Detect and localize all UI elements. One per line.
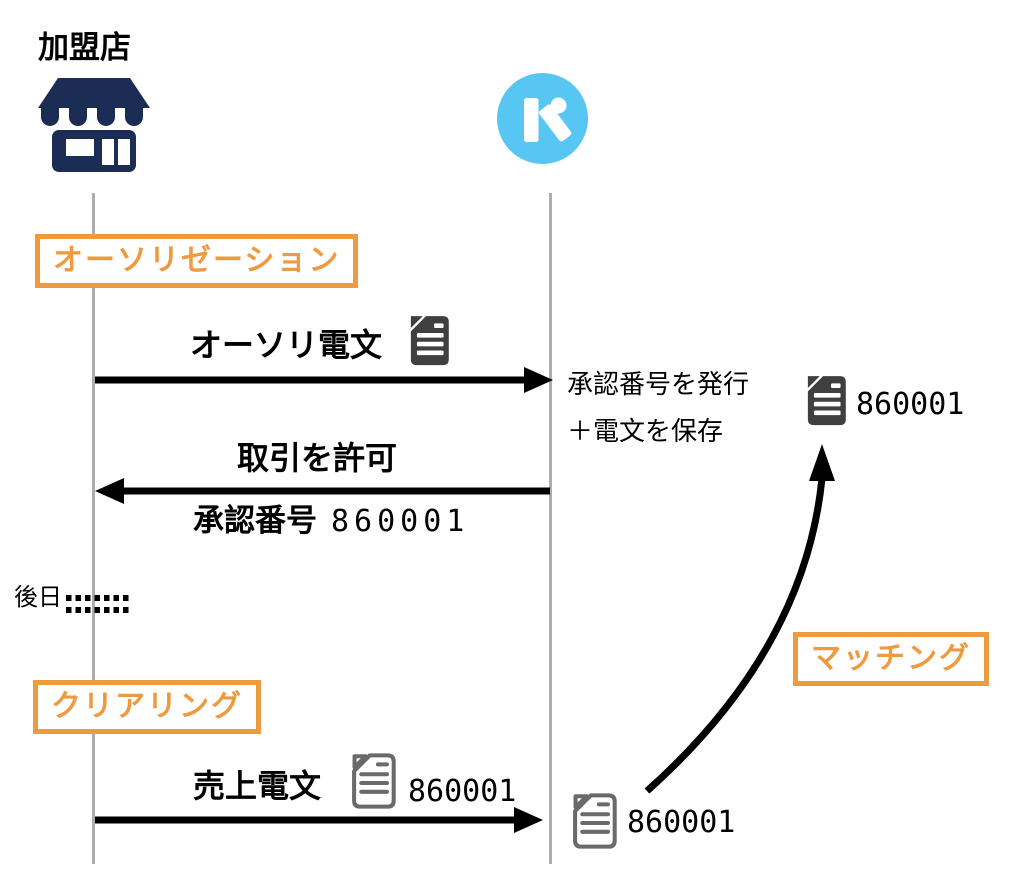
auth-note-line1: 承認番号を発行 xyxy=(567,369,750,399)
sales-request-label: 売上電文 xyxy=(193,768,322,804)
later-label: 後日 xyxy=(14,584,62,611)
auth-message-document-icon xyxy=(410,316,449,366)
received-message-number: 860001 xyxy=(627,805,736,840)
auth-note-line2: ＋電文を保存 xyxy=(567,416,724,446)
auth-request-arrow xyxy=(95,367,553,393)
storefront-icon xyxy=(38,78,150,172)
approval-number-row: 承認番号 860001 xyxy=(193,505,469,537)
approval-number-label: 承認番号 xyxy=(193,503,317,538)
merchant-label: 加盟店 xyxy=(38,30,131,65)
merchant-lifeline xyxy=(92,193,95,864)
approval-number-value: 860001 xyxy=(331,504,470,539)
sales-message-number: 860001 xyxy=(408,774,517,809)
matching-phase-badge: マッチング xyxy=(793,632,989,686)
sales-message-document-icon xyxy=(352,753,396,809)
kyash-lifeline xyxy=(549,193,552,864)
sales-request-arrow xyxy=(95,807,543,833)
auth-response-arrow xyxy=(95,478,550,504)
auth-request-label: オーソリ電文 xyxy=(190,327,383,363)
auth-note: 承認番号を発行 ＋電文を保存 xyxy=(567,361,749,455)
matching-curved-arrow xyxy=(644,444,835,794)
clearing-phase-badge: クリアリング xyxy=(33,680,261,734)
stored-message-document-icon xyxy=(807,376,846,426)
authorization-phase-badge: オーソリゼーション xyxy=(35,234,359,288)
later-divider-dotted-line xyxy=(66,595,131,613)
received-message-document-icon xyxy=(573,793,617,849)
kyash-logo-icon xyxy=(497,73,588,164)
auth-response-label: 取引を許可 xyxy=(237,440,398,476)
stored-message-number: 860001 xyxy=(856,387,965,422)
